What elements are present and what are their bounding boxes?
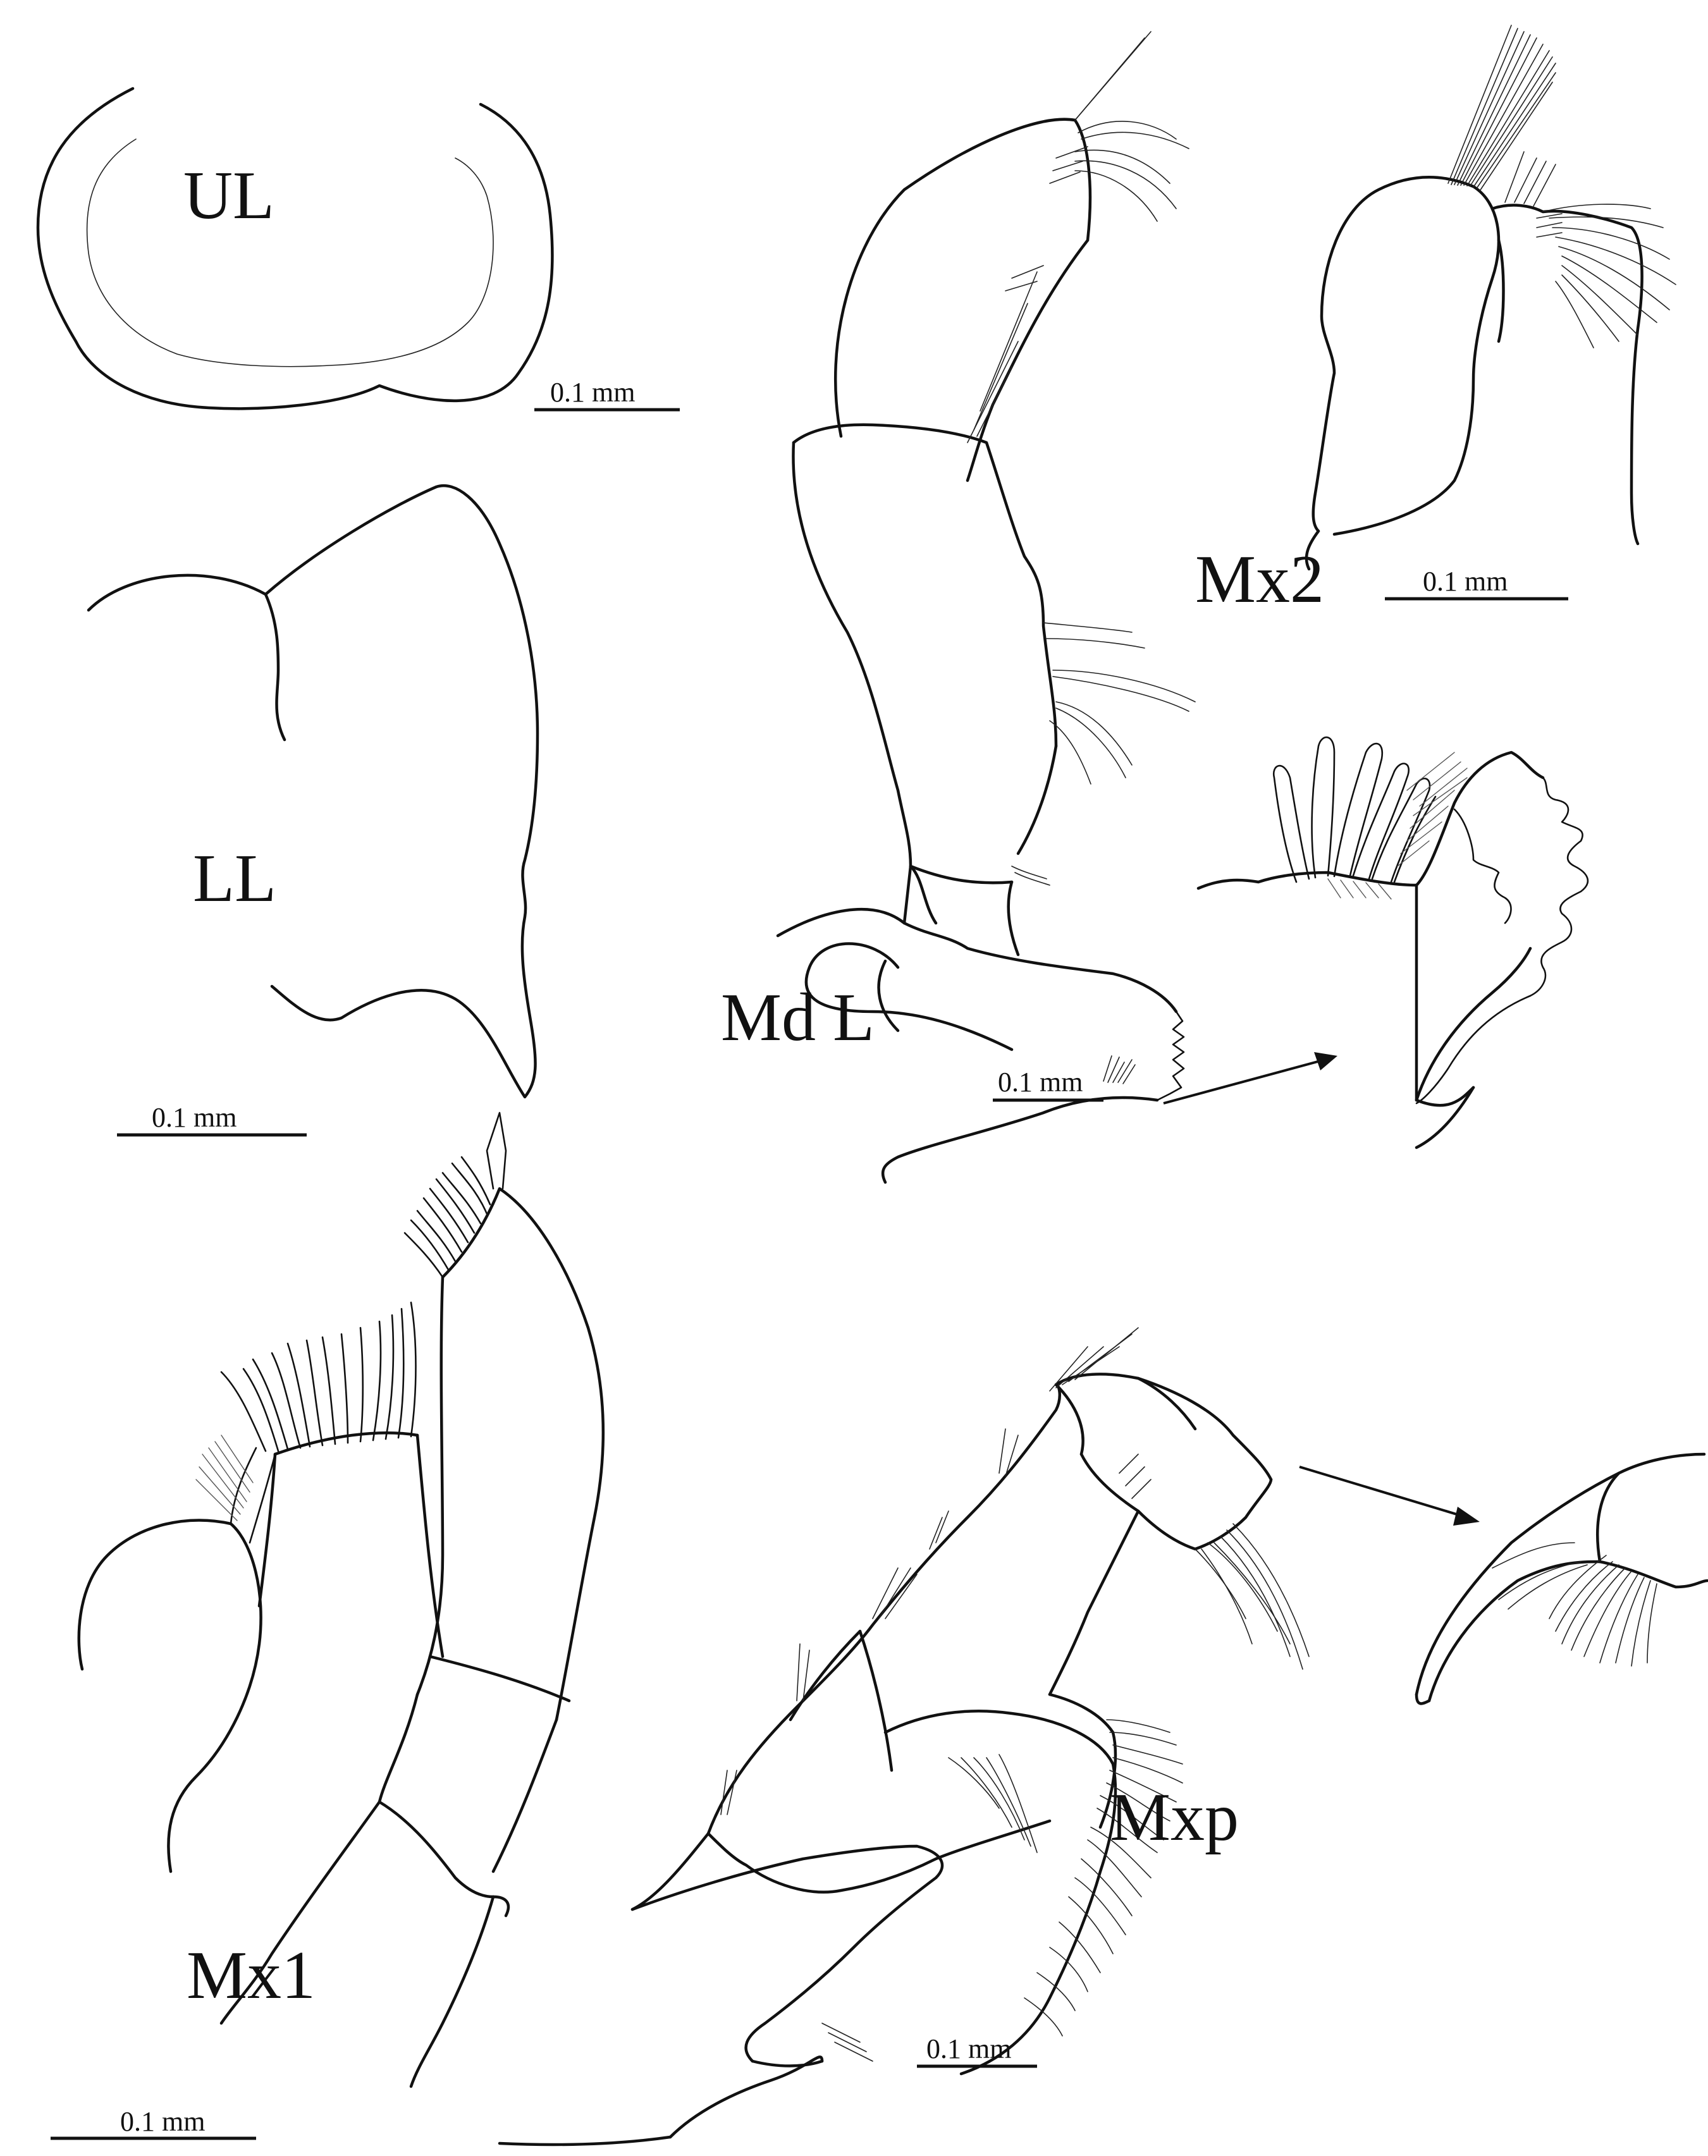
ll-scale-bar: 0.1 mm <box>117 1102 307 1137</box>
ul-scale-bar: 0.1 mm <box>534 377 680 412</box>
mandible-drawing <box>776 31 1196 1184</box>
maxilliped-drawing <box>498 1327 1310 2147</box>
maxilla2-drawing <box>1305 25 1676 571</box>
ul-label: UL <box>183 158 274 233</box>
mx2-scale-label: 0.1 mm <box>1423 566 1508 597</box>
mx1-label: Mx1 <box>187 1938 316 2013</box>
mx1-scale-label: 0.1 mm <box>120 2106 205 2137</box>
ll-label: LL <box>193 841 276 916</box>
ll-scale-label: 0.1 mm <box>152 1102 237 1133</box>
mx1-scale-bar: 0.1 mm <box>51 2106 256 2140</box>
maxilla1-drawing <box>77 1112 605 2088</box>
mxp-label: Mxp <box>1110 1780 1239 1855</box>
mandible-detail-drawing <box>1196 736 1589 1149</box>
mxp-scale-label: 0.1 mm <box>926 2033 1011 2064</box>
mxp-scale-bar: 0.1 mm <box>917 2033 1037 2068</box>
upper-lip-drawing <box>36 87 554 410</box>
mx2-scale-bar: 0.1 mm <box>1385 566 1568 601</box>
maxilliped-detail-drawing <box>1415 1452 1708 1705</box>
mx2-label: Mx2 <box>1195 542 1324 617</box>
lower-lip-drawing <box>87 484 539 1099</box>
ul-scale-label: 0.1 mm <box>550 377 635 408</box>
md-detail-arrow <box>1163 1052 1337 1105</box>
md-scale-label: 0.1 mm <box>998 1067 1083 1098</box>
md-scale-bar: 0.1 mm <box>993 1067 1103 1102</box>
md-label: Md L <box>721 980 875 1055</box>
mxp-detail-arrow <box>1299 1466 1480 1526</box>
